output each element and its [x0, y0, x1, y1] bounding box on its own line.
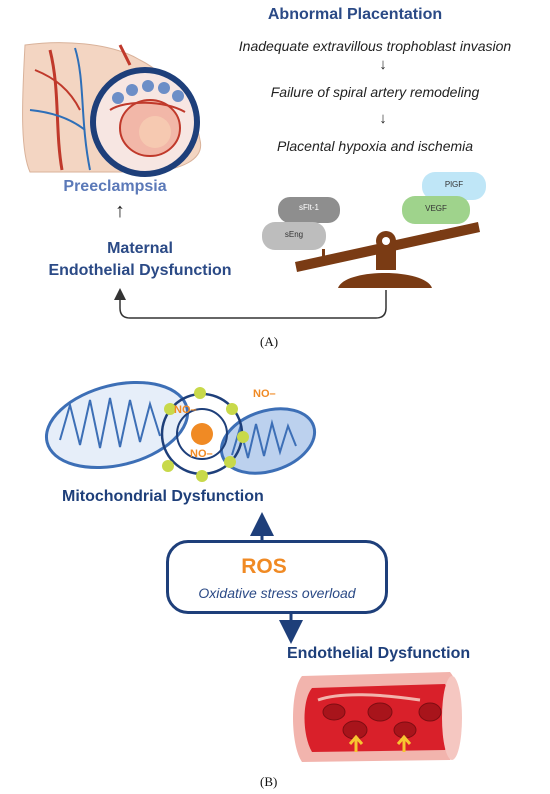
ros-box: ROS Oxidative stress overload: [166, 540, 388, 614]
abnormal-placentation-title: Abnormal Placentation: [267, 6, 443, 23]
maternal-line-2: Endothelial Dysfunction: [48, 262, 232, 279]
step-2: Failure of spiral artery remodeling: [270, 84, 480, 100]
no-particle-ring: [160, 387, 249, 482]
no-label-3: NO–: [190, 448, 213, 460]
panel-a-label: (A): [260, 334, 279, 349]
feedback-loop-arrow: [114, 288, 387, 319]
ros-label: ROS: [169, 555, 385, 579]
oxidative-stress-label: Oxidative stress overload: [198, 585, 356, 601]
step-1: Inadequate extravillous trophoblast inva…: [238, 38, 512, 54]
blood-vessel: [293, 672, 462, 762]
mitochondrion-left: [44, 380, 190, 470]
no-label-1: NO–: [174, 404, 197, 416]
balance-pill-sflt1: [278, 197, 340, 223]
balance-pill-seng: [262, 222, 326, 250]
balance-pill-plgf: [422, 172, 486, 200]
balance-pill-vegf: [402, 196, 470, 224]
uterus-zoom-circle: [90, 67, 200, 177]
ros-text: ROS: [241, 555, 287, 578]
panel-b-label: (B): [260, 774, 278, 789]
step-3: Placental hypoxia and ischemia: [276, 138, 474, 154]
endothelial-dysfunction-title: Endothelial Dysfunction: [287, 645, 471, 662]
plgf-label: PlGF: [444, 180, 464, 189]
up-arrow: ↑: [115, 200, 125, 222]
preeclampsia-label: Preeclampsia: [63, 178, 167, 195]
step-arrow-2: ↓: [379, 110, 387, 127]
no-label-2: NO–: [253, 388, 276, 400]
mitochondrial-dysfunction-title: Mitochondrial Dysfunction: [62, 488, 264, 505]
maternal-line-1: Maternal: [107, 240, 173, 257]
vegf-label: VEGF: [425, 204, 447, 213]
seng-label: sEng: [284, 230, 304, 239]
maternal-endothelial-label: Maternal Endothelial Dysfunction: [40, 238, 240, 282]
step-arrow-1: ↓: [379, 56, 387, 73]
sflt1-label: sFlt-1: [299, 203, 319, 212]
balance-scale: [295, 222, 480, 288]
